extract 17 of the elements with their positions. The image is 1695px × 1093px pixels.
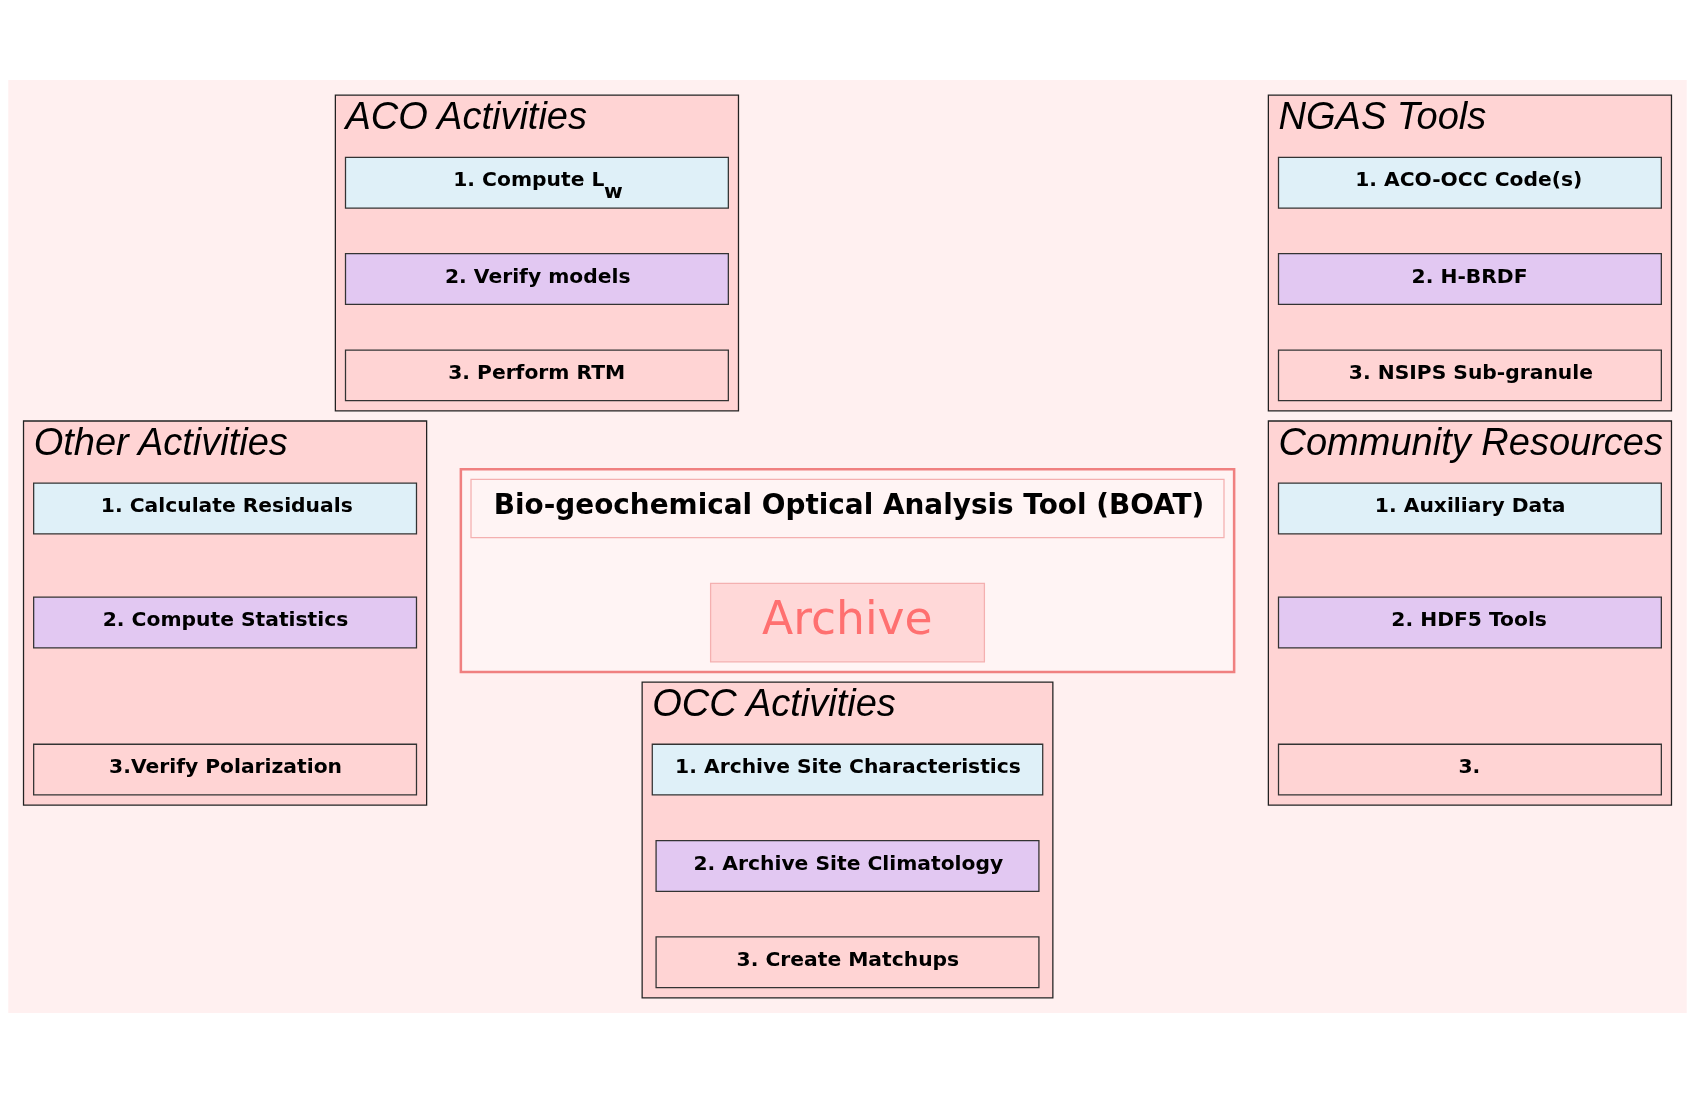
node-box: Bio-geochemical Optical Analysis Tool (BOAT): [470, 478, 1225, 539]
node-box: 3.: [1277, 743, 1662, 796]
node-box: Archive: [709, 582, 986, 663]
node-box: 1. ACO-OCC Code(s): [1277, 156, 1662, 209]
node-box: 2. Compute Statistics: [33, 596, 418, 649]
node-box: 1. Auxiliary Data: [1277, 482, 1662, 535]
node-box: 1. Calculate Residuals: [33, 482, 418, 535]
node-box: 3.Verify Polarization: [33, 743, 418, 796]
node-box: 2. Archive Site Climatology: [655, 839, 1040, 892]
node-box: 3. Perform RTM: [344, 349, 729, 402]
node-box: 1. Archive Site Characteristics: [651, 743, 1044, 796]
node-box: 3. NSIPS Sub-granule: [1277, 349, 1662, 402]
cluster: [459, 467, 1236, 674]
node-box: 2. HDF5 Tools: [1277, 596, 1662, 649]
node-box: 2. H-BRDF: [1277, 253, 1662, 305]
node-box: 2. Verify models: [344, 253, 729, 305]
node-box: 3. Create Matchups: [655, 936, 1040, 989]
